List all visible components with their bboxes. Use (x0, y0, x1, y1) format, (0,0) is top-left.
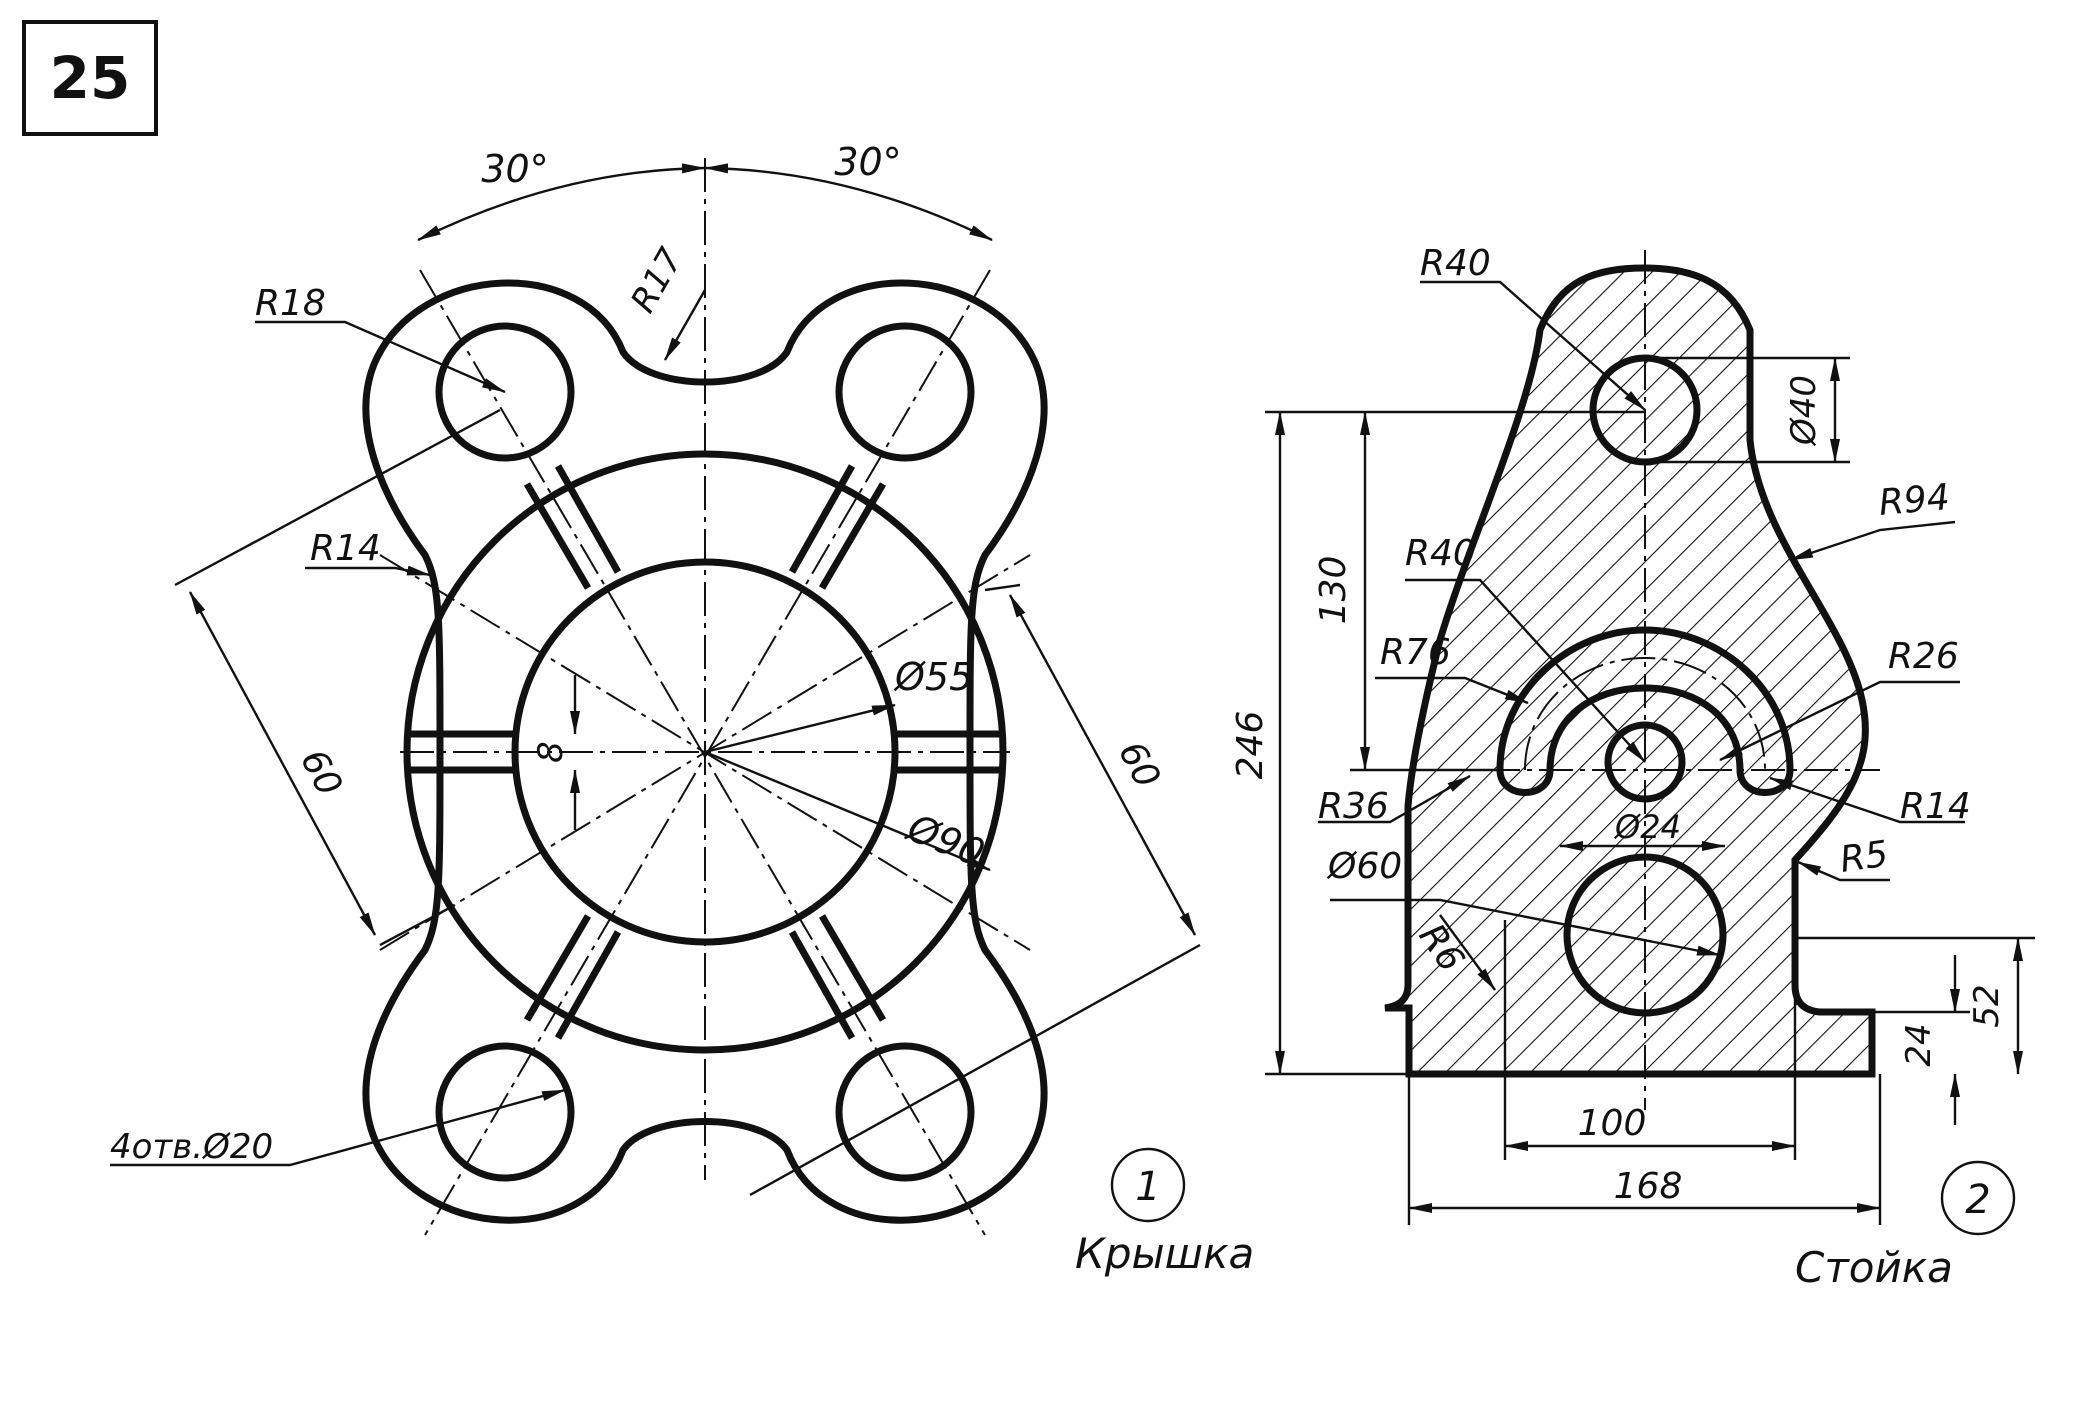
cover-r17-leader (663, 289, 707, 361)
cover-index-circle (1110, 1147, 1186, 1223)
cover-angle-right-label: 30° (834, 140, 901, 184)
stand-52-label: 52 (1967, 984, 2007, 1027)
cover-pitch-right-dim (1008, 594, 1197, 936)
stand-246-label: 246 (1230, 711, 1271, 780)
stand-slot-centerarc (1524, 656, 1766, 771)
cover-d55-leader (704, 703, 896, 754)
stand-r76-label: R76 (1380, 632, 1451, 673)
cover-index: 1 (1135, 1164, 1160, 1210)
cover-hole-top-left (435, 322, 575, 462)
stand-d24-label: Ø24 (1613, 808, 1681, 846)
stand-name: Стойка (1795, 1243, 1953, 1292)
cover-diagonal-axis-1 (419, 269, 986, 1236)
stand-r5-leader (1797, 860, 1890, 882)
cover-pitch-left-dim (188, 591, 377, 936)
stand-r5-label: R5 (1838, 834, 1891, 881)
stand-index: 2 (1965, 1177, 1990, 1223)
cover-ring-d90 (403, 450, 1007, 1054)
stand-r40-top-label: R40 (1420, 243, 1491, 284)
cover-holes-leader (110, 1088, 566, 1167)
cover-pitch-left-ext-2 (379, 903, 456, 947)
cover-angle-left-label: 30° (481, 147, 548, 191)
stand-r36-leader (1318, 774, 1471, 824)
cover-bore-d55 (511, 558, 899, 946)
cover-angle-arc-right (704, 163, 993, 242)
stand-arc-slot (1496, 626, 1794, 796)
part-stand: R40 Ø40 R94 R40 R76 R26 R36 R14 Ø24 Ø60 (1230, 243, 2035, 1292)
cover-d55-label: Ø55 (893, 655, 973, 699)
stand-outer-contour (1384, 264, 1876, 1078)
stand-r76-leader (1375, 676, 1529, 705)
cover-r18-label: R18 (255, 283, 326, 324)
stand-24-label: 24 (1899, 1023, 1939, 1066)
stand-r14-label: R14 (1900, 786, 1971, 827)
cover-r14-label: R14 (310, 528, 381, 569)
stand-100-label: 100 (1578, 1103, 1647, 1144)
stand-d40-label: Ø40 (1784, 375, 1824, 447)
cover-r17-label: R17 (623, 241, 691, 319)
stand-r14-leader (1769, 776, 1965, 824)
stand-r26-leader (1719, 680, 1960, 762)
cover-pitch-left-ext-1 (174, 408, 501, 587)
stand-r6-leader (1439, 914, 1496, 991)
stand-d60-label: Ø60 (1326, 846, 1402, 887)
stand-r40-top-leader (1420, 280, 1646, 411)
sheet-number: 25 (50, 44, 131, 112)
cover-pitch-left-label: 60 (292, 743, 350, 803)
stand-r26-label: R26 (1888, 636, 1959, 677)
stand-r94-label: R94 (1877, 477, 1951, 524)
stand-index-circle (1940, 1160, 2016, 1236)
stand-d60-leader (1330, 898, 1721, 957)
cover-pitch-right-ext-1 (984, 583, 1021, 592)
cover-pitch-right-label: 60 (1110, 735, 1168, 795)
cover-radial-slots (410, 464, 1000, 1040)
cover-hole-bottom-right (835, 1042, 975, 1182)
cover-d90-leader (704, 750, 991, 872)
cover-hole-top-right (835, 322, 975, 462)
stand-168-label: 168 (1614, 1166, 1683, 1207)
cover-r14-leader (305, 565, 431, 577)
cover-d90-label: Ø90 (900, 805, 991, 876)
sheet-number-box (22, 20, 158, 136)
stand-r94-leader (1789, 520, 1956, 562)
cover-holes-label: 4отв.Ø20 (110, 1127, 273, 1167)
cover-hole-bottom-left (435, 1042, 575, 1182)
stand-r40-mid-leader (1405, 578, 1646, 763)
part-cover: 30° 30° R18 R17 R14 60 60 8 Ø55 Ø90 (110, 140, 1254, 1278)
cover-outer-contour (362, 279, 1048, 1224)
stand-r36-label: R36 (1318, 786, 1389, 827)
cover-r18-leader (255, 320, 506, 394)
stand-r40-mid-label: R40 (1405, 533, 1476, 574)
cover-angle-arc-left (417, 163, 706, 242)
cover-pitch-right-ext-2 (749, 943, 1201, 1197)
cover-slot-width-label: 8 (531, 741, 571, 763)
stand-130-label: 130 (1313, 556, 1354, 625)
cover-name: Крышка (1075, 1229, 1254, 1278)
